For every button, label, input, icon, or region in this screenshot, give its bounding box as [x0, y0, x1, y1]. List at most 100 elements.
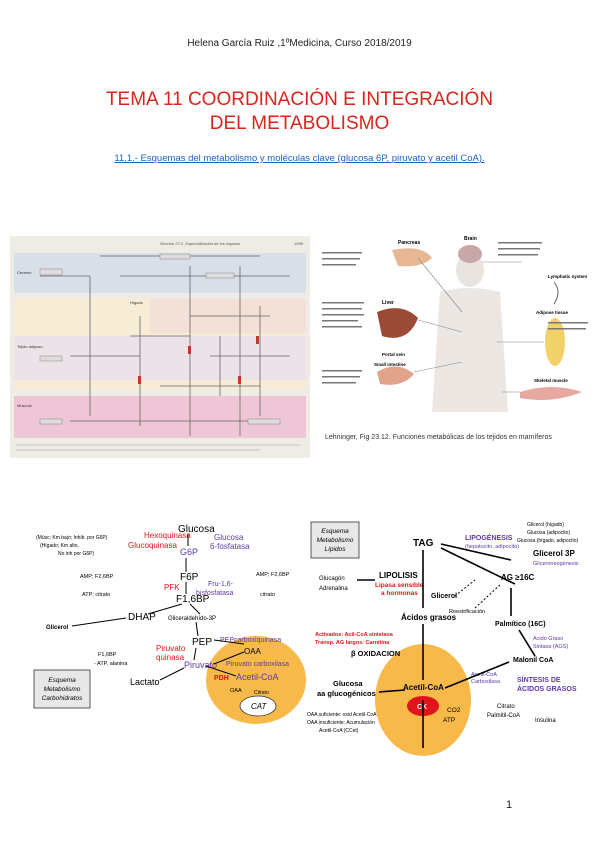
enzyme-hexoquinasa: Hexoquinasa [144, 531, 191, 540]
note-hk-3: No inh por G6P) [58, 551, 94, 557]
node-oaa: OAA [244, 647, 262, 656]
node-pep: PEP [192, 637, 212, 648]
node-malonil: Malonil CoA [513, 657, 553, 664]
intestine-organ [377, 366, 414, 385]
enzyme-pc: Piruvato carboxilasa [226, 661, 289, 668]
author-line: Helena García Ruiz ,1ºMedicina, Curso 20… [187, 38, 412, 49]
label-adrenalina: Adrenalina [319, 586, 348, 592]
body-organs-figure: Pancreas Brain Lymphatic system Liver Ad… [322, 236, 588, 412]
node-f16bp: F1,6BP [176, 594, 210, 605]
label-beta-ox: β OXIDACION [351, 649, 400, 658]
glucosa-aa-2: aa glucogénicos [317, 689, 376, 698]
gliceroneogenesis: Gliceroneogénesis [533, 561, 579, 567]
node-piruvato: Piruvato [184, 660, 217, 670]
liver-organ [377, 308, 418, 338]
label-citrato-lip: Citrato [497, 704, 515, 710]
enzyme-fbpasa-1: Fru-1,6- [208, 581, 234, 588]
note-oaa: OAA [230, 688, 242, 694]
node-glicerol: Glicerol [46, 625, 69, 631]
label-pancreas: Pancreas [398, 240, 420, 246]
muscle-band [14, 396, 306, 438]
pointer-lines [413, 257, 544, 393]
enzyme-pk-1: Piruvato [156, 644, 186, 653]
label-insulina: Insulina [535, 718, 556, 724]
page-number: 1 [506, 799, 513, 811]
note-pfk-act: AMP; F2,6BP [80, 574, 114, 580]
carb-label-3: Carbohidratos [42, 695, 84, 702]
node-tag: TAG [413, 538, 434, 549]
brain-organ [458, 245, 482, 263]
glucosa-aa-1: Glucosa [333, 679, 363, 688]
node-g6p: G6P [180, 547, 198, 557]
oaa-note-3: Acetil-CoA (CCet) [319, 728, 359, 734]
torso-shape [432, 288, 508, 412]
node-acetilcoa: Acetil-CoA [236, 672, 279, 682]
carb-label-box [33, 669, 91, 709]
muscle-organ [520, 387, 582, 400]
figure-header-text: Sección 27.2. Especialización de los órg… [160, 241, 240, 246]
enzyme-pdh: PDH [214, 675, 229, 682]
carboxilasa-2: Carboxilasa [471, 679, 501, 685]
brain-band [14, 253, 306, 293]
note-pfk-inh: ATP; citrato [82, 592, 110, 598]
title-line-2: DEL METABOLISMO [209, 113, 390, 134]
node-acidos-grasos: Ácidos grasos [401, 613, 457, 622]
title-line-1: TEMA 11 COORDINACIÓN E INTEGRACIÓN [105, 89, 494, 110]
enzyme-g6pasa-1: Glucosa [214, 533, 244, 542]
sintesis-2: ÁCIDOS GRASOS [517, 684, 577, 693]
label-lymphatic: Lymphatic system [548, 274, 587, 279]
ck-label: CK [417, 704, 427, 711]
label-higado: Hígado [130, 300, 144, 305]
reesterification-arrows [454, 579, 502, 609]
label-transp: Transp. AG largos: Carnitina [315, 640, 390, 646]
label-glucagon: Glucagón [319, 576, 345, 582]
label-adiposo: Tejido adiposo [17, 344, 43, 349]
section-link[interactable]: 11.1.- Esquemas del metabolismo y molécu… [114, 153, 485, 164]
note-pk-inh: - ATP, alanina [94, 661, 128, 667]
node-glicerol3p: Glicerol 3P [533, 549, 575, 558]
oaa-note-1: OAA suficiente: oxid Acetil-CoA [307, 712, 377, 718]
carbohydrate-scheme: CAT Glucosa G6P F6P F1,6BP DHAP Gliceral… [33, 524, 306, 724]
label-brain: Brain [464, 236, 477, 242]
lipid-arrows [357, 543, 536, 748]
label-skeletal-muscle: Skeletal muscle [534, 378, 568, 383]
figure-caption: Lehninger, Fig 23.12. Funciones metabóli… [325, 434, 552, 441]
carb-label-1: Esquema [48, 677, 76, 684]
lymphatic-organ [553, 281, 559, 305]
page-title: TEMA 11 COORDINACIÓN E INTEGRACIÓN DEL M… [0, 88, 599, 136]
glicerol-src-2: Glucosa (adipocito) [527, 530, 570, 536]
enzyme-pepck: PEPcarboxiquinasa [220, 637, 281, 644]
node-cat: CAT [251, 702, 268, 711]
footnote-lines [16, 444, 300, 451]
node-gliceraldehido: Gliceraldehído-3P [168, 616, 216, 622]
node-ag16c: AG ≥16C [501, 573, 535, 582]
enzyme-pk-2: quinasa [156, 653, 185, 662]
cat-circle [239, 695, 277, 717]
label-liver: Liver [382, 300, 394, 306]
lipid-label-2: Metabolismo [317, 537, 354, 544]
flow-arrows [138, 336, 259, 384]
glicerol-src-3: Glucosa (hígado, adipocito) [517, 538, 578, 544]
glicerol-src-1: Glicerol (hígado) [527, 522, 564, 528]
adipose-organ [545, 318, 565, 366]
node-palmitico: Palmítico (16C) [495, 621, 546, 628]
note-fbp-act: AMP; F2,6BP [256, 572, 290, 578]
lipid-label-3: Lípidos [325, 546, 347, 553]
label-palmitil: Palmitil-CoA [487, 713, 520, 719]
node-f6p: F6P [180, 572, 199, 583]
label-co2: CO2 [447, 707, 461, 714]
ags-2: Sintasa (AGS) [533, 644, 568, 650]
enzyme-glucoquinasa: Glucoquinasa [128, 541, 177, 550]
ags-1: Acido Graso [533, 636, 563, 642]
carb-label-2: Metabolismo [44, 686, 81, 693]
label-reesterificacion: Reestrificación [449, 609, 485, 615]
oaa-note-2: OAA insuficiente: Acumulación [307, 720, 375, 726]
lipid-label-1: Esquema [321, 528, 349, 535]
label-adipose: Adipose tissue [536, 310, 569, 315]
label-activados: Activados: Acil-CoA sintetasa [315, 632, 394, 638]
node-acetilcoa-lip: Acetil-CoA [403, 683, 444, 692]
note-fbp-inh: citrato [260, 592, 275, 598]
mitochondrion [206, 636, 306, 724]
sintesis-1: SÍNTESIS DE [517, 675, 561, 684]
pathway-arrows [71, 534, 245, 681]
